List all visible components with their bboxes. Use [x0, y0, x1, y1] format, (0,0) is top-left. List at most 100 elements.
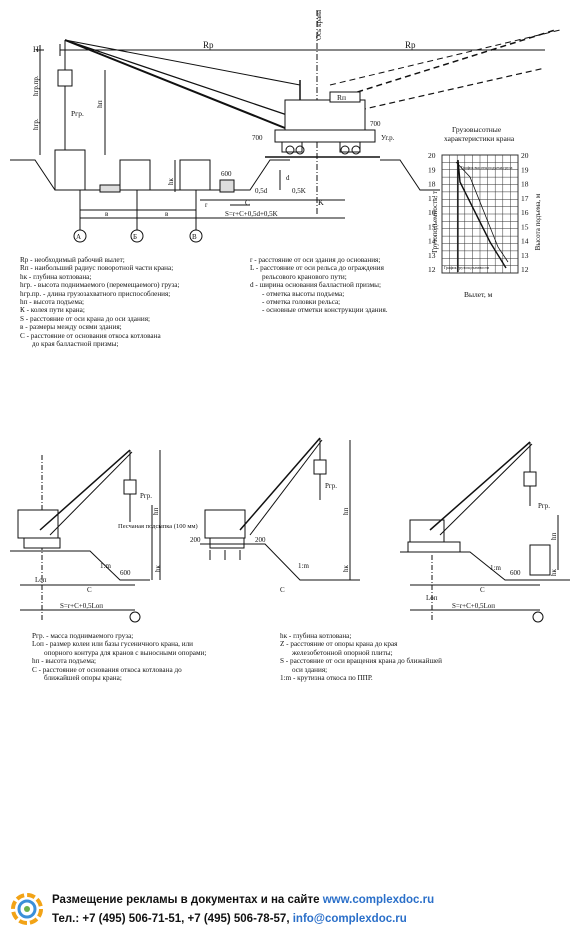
legend-line: Z - расстояние от опоры крана до края [280, 640, 398, 649]
advert-footer: Размещение рекламы в документах и на сай… [0, 880, 576, 932]
pgr-label: Ргр. [71, 109, 84, 118]
d600b: 600 [510, 569, 521, 577]
axis-crane-label: Ось крана [315, 9, 323, 40]
c3: C [480, 586, 485, 594]
legend-line: до края балластной призмы; [32, 340, 119, 349]
chart-title-2: характеристики крана [444, 134, 515, 143]
legend-line: Lоп - размер колеи или базы гусеничного … [32, 640, 194, 649]
c1: C [87, 586, 92, 594]
legend-bottom-right: hк - глубина котлована; Z - расстояние о… [280, 632, 442, 682]
chart-tick-left: 13 [428, 251, 436, 260]
axis-b: Б [133, 233, 137, 241]
legend-line: L - расстояние от оси рельса до огражден… [250, 264, 384, 273]
chart-tick-right: 13 [521, 251, 529, 260]
chart-tick-right: 17 [521, 194, 529, 203]
dim-v1: в [105, 210, 109, 218]
legend-line: S - расстояние от оси вращения крана до … [280, 657, 443, 666]
load-height-chart: Грузовысотные характеристики крана Грузо… [428, 125, 542, 299]
top-crane-diagram: Rp Rp Ось крана H hгр.пр. hгр. Ргр. hп R… [10, 9, 561, 243]
chart-x-label: Вылет, м [464, 290, 493, 299]
legend-line: ближайшей опоры крана; [44, 674, 122, 683]
d200a: 200 [190, 536, 201, 544]
chart-tick-left: 14 [428, 237, 436, 246]
footer-email-link[interactable]: info@complexdoc.ru [292, 913, 407, 925]
legend-line: железобетонной опорной плиты; [292, 648, 393, 657]
d200b: 200 [255, 536, 266, 544]
legend-line: рельсового кранового пути; [262, 272, 347, 281]
legend-bottom-left: Ргр. - масса поднимаемого груза; Lоп - р… [32, 632, 206, 682]
hn3: hп [550, 533, 558, 541]
bottom-crane-diagrams: Ргр. hп Lоп 1:m 600 hк C S=r+C+0,5Lоп Рг… [10, 437, 570, 623]
hk1: hк [154, 565, 162, 573]
legend-line: hгр. - высота поднимаемого (перемещаемог… [20, 281, 180, 290]
dim-r: r [205, 201, 208, 209]
legend-line: оси здания; [292, 665, 328, 674]
legend-line: К - колея пути крана; [20, 306, 85, 315]
footer-line-1: Размещение рекламы в документах и на сай… [52, 894, 434, 906]
rp-label-1: Rp [203, 40, 214, 50]
dim-05k: 0,5K [292, 187, 306, 195]
m2: 1:m [298, 562, 309, 570]
chart-tick-right: 16 [521, 208, 529, 217]
m1: 1:m [100, 562, 111, 570]
h-mark: H [33, 45, 39, 54]
footer-ad-text: Размещение рекламы в документах и на сай… [52, 894, 323, 906]
footer-phone-text: Тел.: +7 (495) 506-71-51, +7 (495) 506-7… [52, 913, 293, 925]
chart-tick-right: 18 [521, 180, 529, 189]
axis-v: В [192, 233, 197, 241]
m3: 1:m [490, 564, 501, 572]
lon3: Lоп [426, 594, 438, 602]
dim-600: 600 [221, 170, 232, 178]
s1: S=r+C+0,5Lоп [60, 602, 103, 610]
legend-line: hк - глубина котлована; [280, 632, 352, 640]
chart-tick-right: 20 [521, 151, 529, 160]
chart-y-right-label: Высота подъема, м [534, 193, 542, 250]
sand-label: Песчаная подсыпка (100 мм) [118, 523, 198, 530]
legend-line: Rp - необходимый рабочий вылет; [20, 256, 125, 264]
hn2: hп [342, 508, 350, 516]
hk3: hк [550, 569, 558, 577]
d600a: 600 [120, 569, 131, 577]
rp-label-2: Rp [405, 40, 416, 50]
dim-d: d [286, 174, 290, 182]
chart-y-left-label: Грузоподъемность, т [431, 191, 439, 253]
legend-line: - отметка высоты подъема; [262, 289, 345, 298]
legend-line: hп - высота подъема; [32, 657, 97, 666]
pgr3: Ргр. [538, 502, 550, 510]
hp-label: hп [95, 100, 104, 108]
complexdoc-logo-icon [11, 893, 43, 925]
legend-line: опорного контура для кранов с выносными … [44, 648, 207, 657]
legend-line: в - размеры между осями здания; [20, 323, 122, 332]
pgr2: Ргр. [325, 482, 337, 490]
chart-tick-right: 14 [521, 237, 529, 246]
chart-tick-left: 12 [428, 265, 436, 274]
hgr-label: hгр. [32, 118, 40, 130]
dim-s: S=r+C+0,5d+0,5K [225, 210, 278, 218]
hn1: hп [152, 508, 160, 516]
legend-line: d - ширина основания балластной призмы; [250, 281, 382, 290]
dim-05d: 0,5d [255, 187, 268, 195]
legend-line: hк - глубина котлована; [20, 272, 92, 281]
legend-line: S - расстояние от оси крана до оси здани… [20, 314, 150, 323]
legend-line: - основные отметки конструкции здания. [262, 306, 388, 315]
curve-bottom-label: График грузоподъемности [444, 265, 490, 270]
dim-k: K [318, 198, 324, 207]
chart-tick-right: 19 [521, 165, 529, 174]
legend-line: - отметка головки рельса; [262, 298, 341, 307]
legend-line: Rп - наибольший радиус поворотной части … [20, 264, 174, 273]
dim-700a: 700 [252, 134, 263, 142]
chart-tick-left: 16 [428, 208, 436, 217]
curve-top-label: График высоты подъема груза [461, 165, 513, 170]
dim-700b: 700 [370, 120, 381, 128]
hk2: hк [342, 565, 350, 573]
legend-line: hп - высота подъема; [20, 298, 85, 307]
s3: S=r+C+0,5Lоп [452, 602, 495, 610]
chart-tick-left: 18 [428, 180, 436, 189]
chart-tick-left: 20 [428, 151, 436, 160]
legend-line: r - расстояние от оси здания до основани… [250, 256, 381, 264]
legend-line: С - расстояние от основания откоса котло… [32, 665, 182, 674]
footer-site-link[interactable]: www.complexdoc.ru [322, 894, 435, 906]
hgr-pr-label: hгр.пр. [32, 75, 40, 96]
dim-v2: в [165, 210, 169, 218]
chart-tick-left: 19 [428, 165, 436, 174]
